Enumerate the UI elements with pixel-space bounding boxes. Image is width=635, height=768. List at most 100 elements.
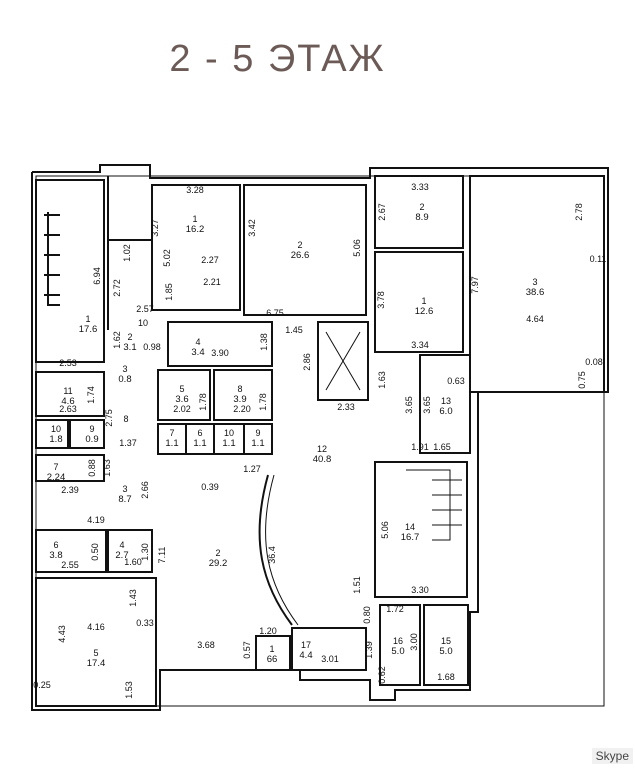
room-13-walls xyxy=(419,354,471,454)
room-area-r13-right: 6.0 xyxy=(439,406,452,417)
room-2-top-walls xyxy=(243,184,367,316)
room-area-r5-a: 3.6 xyxy=(175,394,188,405)
dimension-label: 1.30 xyxy=(140,543,150,561)
room-number-r10-small: 10 xyxy=(138,318,148,328)
room-15-walls xyxy=(423,604,469,686)
room-number-r4-left: 4 xyxy=(119,540,124,550)
room-number-r3-small: 3 xyxy=(122,364,127,374)
room-number-r15-bottom: 15 xyxy=(441,636,451,646)
dimension-label: 3.65 xyxy=(404,396,414,414)
dimension-label: 1.43 xyxy=(128,589,138,607)
page-title: 2 - 5 ЭТАЖ xyxy=(169,38,386,80)
stair-left-walls xyxy=(35,179,105,363)
dimension-label: 0.98 xyxy=(143,342,161,352)
room-9-left-walls xyxy=(69,419,105,449)
dimension-label: 7.11 xyxy=(157,547,167,564)
dimension-label: 0.08 xyxy=(585,357,603,367)
elevator-walls xyxy=(317,321,369,401)
dimension-label: 1.65 xyxy=(433,442,451,452)
dimension-label: 1.78 xyxy=(258,393,268,411)
dimension-label: 3.28 xyxy=(186,185,204,195)
room-number-r7-wc1: 7 xyxy=(169,428,174,438)
room-number-r8-left: 8 xyxy=(123,414,128,424)
dimension-label: 3.90 xyxy=(211,348,229,358)
dimension-label: 2.78 xyxy=(574,203,584,221)
walls xyxy=(31,164,609,711)
room-area-r1-stairs: 17.6 xyxy=(79,324,98,335)
room-number-r12-hall: 12 xyxy=(317,444,327,454)
room-6-left-walls xyxy=(35,529,107,573)
room-2-right-walls xyxy=(374,175,464,249)
room-1-bottom-walls xyxy=(255,635,291,671)
dimension-label: 7.97 xyxy=(470,276,480,294)
dimension-label: 1.20 xyxy=(259,626,277,636)
room-number-r6-left: 6 xyxy=(53,540,58,550)
dimension-label: 1.37 xyxy=(119,438,137,448)
dimension-label: 0.50 xyxy=(90,543,100,561)
dimension-label: 2.39 xyxy=(61,485,79,495)
room-number-r17-bottom: 17 xyxy=(301,640,311,650)
room-number-r5-a: 5 xyxy=(179,384,184,394)
room-area-r6-left: 3.8 xyxy=(49,550,62,561)
dimension-label: 2.72 xyxy=(112,279,122,297)
dimension-label: 1.63 xyxy=(377,371,387,389)
room-number-r5-corner: 5 xyxy=(93,648,98,658)
room-area-r3-right: 38.6 xyxy=(526,287,545,298)
dimension-label: 2.86 xyxy=(302,353,312,371)
dimension-label: 0.39 xyxy=(201,482,219,492)
room-area-r1-top: 16.2 xyxy=(186,224,205,235)
room-area-r15-bottom: 5.0 xyxy=(439,646,452,657)
dimension-label: 2.67 xyxy=(377,203,387,221)
dimension-label: 3.65 xyxy=(422,396,432,414)
dimension-label: 2.66 xyxy=(140,481,150,499)
dimension-label: 3.00 xyxy=(409,633,419,651)
room-number-r10-left: 10 xyxy=(51,424,61,434)
dimension-label: 1.62 xyxy=(112,331,122,349)
room-area-r16-bottom: 5.0 xyxy=(391,646,404,657)
dimension-label: 1.39 xyxy=(364,641,374,659)
dimension-label: 5.06 xyxy=(352,239,362,257)
dimension-label: 3.34 xyxy=(411,340,429,350)
room-number-r10-wc: 10 xyxy=(224,428,234,438)
dimension-label: 1.68 xyxy=(437,672,455,682)
curved-wall xyxy=(258,474,293,626)
room-area-r1-mid: 12.6 xyxy=(415,306,434,317)
room-number-r2-big: 2 xyxy=(215,548,220,558)
dimension-label: 1.91 xyxy=(411,442,429,452)
dimension-label: 5.02 xyxy=(162,249,172,267)
room-number-r1-bottom: 1 xyxy=(269,644,274,654)
room-area-r12-hall: 40.8 xyxy=(313,454,332,465)
dimension-label: 3.78 xyxy=(376,291,386,309)
room-area-r5-corner: 17.4 xyxy=(87,658,106,669)
room-area-r2-small: 3.1 xyxy=(123,342,136,353)
room-number-r13-right: 13 xyxy=(441,396,451,406)
room-area-r2-top: 26.6 xyxy=(291,250,310,261)
dimension-label: 36.4 xyxy=(267,546,277,564)
dimension-label: 0.62 xyxy=(377,666,387,684)
dimension-label: 4.64 xyxy=(526,314,544,324)
dimension-label: 2.27 xyxy=(201,255,219,265)
dimension-label: 3.33 xyxy=(411,182,429,192)
room-number-r1-mid: 1 xyxy=(421,296,426,306)
dimension-label: 2.57 xyxy=(136,304,154,314)
dimension-label: 2.63 xyxy=(59,404,77,414)
room-area-r10-left: 1.8 xyxy=(49,434,62,445)
room-area-r7-left: 2.24 xyxy=(47,472,66,483)
room-number-r3-right: 3 xyxy=(532,277,537,287)
dimension-label: 0.57 xyxy=(242,641,252,659)
room-number-r3-left: 3 xyxy=(122,484,127,494)
room-number-r9-wc: 9 xyxy=(255,428,260,438)
dimension-label: 4.43 xyxy=(57,625,67,643)
room-number-r16-bottom: 16 xyxy=(393,636,403,646)
dimension-label: 1.78 xyxy=(198,393,208,411)
room-area-r11-left: 4.6 xyxy=(61,396,74,407)
room-area-r2-right: 8.9 xyxy=(415,212,428,223)
room-8a-walls xyxy=(213,369,273,421)
skype-watermark: Skype xyxy=(591,748,633,764)
dimension-label: 1.45 xyxy=(285,325,303,335)
room-3-right-walls xyxy=(469,175,605,393)
room-1-mid-walls xyxy=(374,251,464,353)
room-number-r8-a: 8 xyxy=(237,384,242,394)
dimension-label: 2.53 xyxy=(59,358,77,368)
room-11-walls xyxy=(35,371,105,417)
